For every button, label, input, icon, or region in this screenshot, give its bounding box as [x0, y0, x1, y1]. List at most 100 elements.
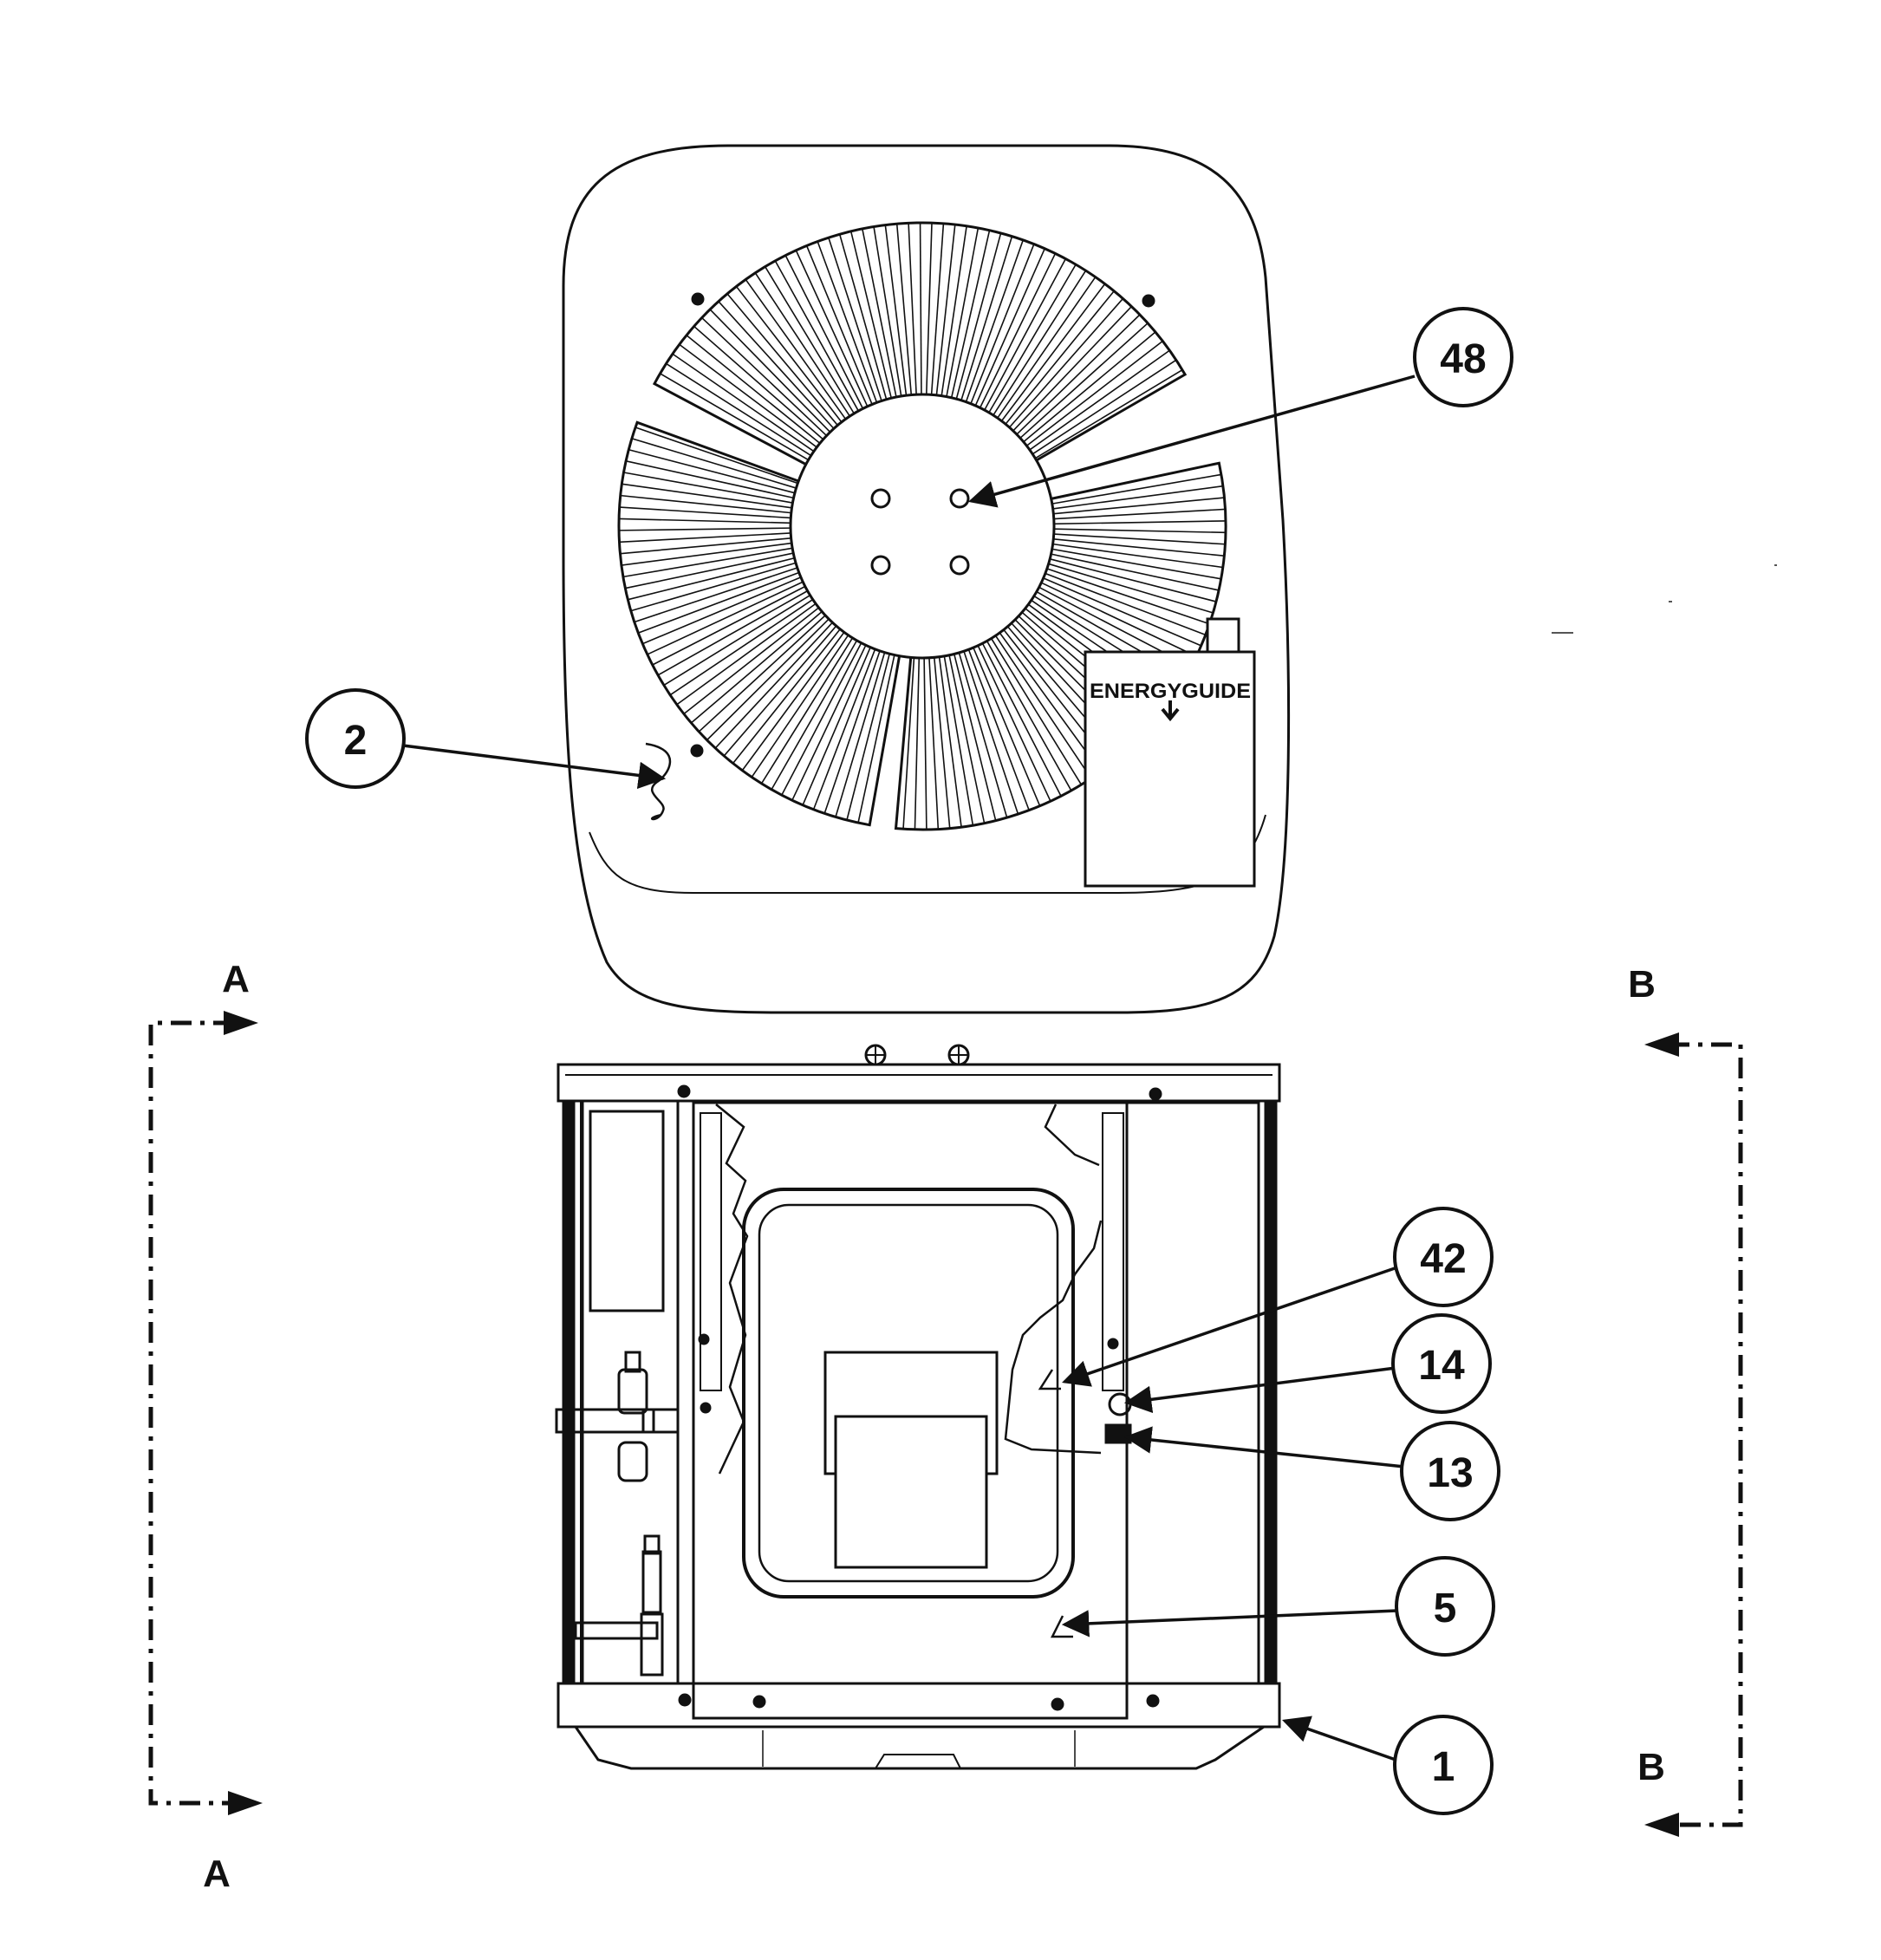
right-bracket [1102, 1112, 1124, 1391]
grille-bar [745, 278, 847, 420]
callout-1-circle [1393, 1715, 1494, 1815]
grille-bar [628, 557, 795, 601]
left-bracket [700, 1112, 722, 1391]
grille-bar [838, 234, 888, 400]
grille-bar [735, 285, 843, 423]
callout-42-circle [1393, 1207, 1494, 1307]
base-notch [875, 1754, 961, 1769]
grille-bar [760, 637, 854, 785]
leader-1 [1282, 1716, 1396, 1761]
screw-dot [1051, 1697, 1064, 1711]
grille-bar [622, 483, 792, 509]
leader-42 [1062, 1266, 1398, 1387]
grille-bar [943, 655, 974, 826]
grille-bar [857, 654, 895, 824]
grille-bar [1046, 568, 1210, 625]
base-rail [556, 1682, 1281, 1729]
front-view [555, 1044, 1281, 1770]
grille-bar [666, 362, 812, 457]
grille-bar [1053, 533, 1226, 545]
grille-bar [938, 656, 962, 828]
grille-bar [657, 589, 808, 676]
grille-bar [1048, 563, 1214, 614]
grille-bar [979, 253, 1057, 408]
section-arrow-a-top [224, 1011, 258, 1035]
grille-bar [676, 602, 817, 706]
callout-bubbles [305, 307, 1513, 1815]
grille-bar [970, 244, 1035, 404]
grille-bar [999, 632, 1102, 772]
valve-body [641, 1550, 662, 1614]
panel-cutaway [1004, 1220, 1103, 1455]
grille-bar [993, 270, 1087, 416]
section-arrows [224, 1011, 1679, 1837]
hub-bolt [949, 555, 970, 576]
callout-2-circle [305, 688, 406, 789]
grille-bar [974, 248, 1045, 407]
grille-bar [660, 373, 810, 461]
leader-2 [402, 744, 667, 790]
callout-48: 48 [1440, 336, 1486, 382]
grille-bar [1052, 485, 1224, 510]
grille-bar [1016, 314, 1141, 435]
wire-hook [1038, 1369, 1061, 1390]
grille-bar [895, 224, 913, 395]
compressor-blanket-inner [758, 1203, 1059, 1583]
grille-bar [1051, 473, 1222, 505]
top-rail [556, 1063, 1281, 1103]
valve-tube [641, 1408, 680, 1434]
screw-dot [1107, 1338, 1119, 1350]
grille-bar [965, 239, 1025, 402]
screw-dot [1146, 1694, 1160, 1708]
grille-bar [981, 642, 1062, 797]
grille-bar [706, 618, 830, 741]
terminal-box-lower [834, 1415, 988, 1569]
panel-cutaway [715, 1104, 749, 1475]
wire-hook [1050, 1615, 1073, 1638]
grille-sector-outline [617, 420, 901, 827]
grille-bar [620, 494, 791, 514]
grille-bar [669, 598, 814, 696]
grille-bar [1029, 349, 1170, 451]
screw-dot [752, 1695, 766, 1709]
grille-bar [1052, 543, 1223, 569]
grille-bar [619, 518, 791, 524]
grille-bar [709, 309, 831, 433]
grille-bar [925, 223, 933, 395]
screw-dot [1149, 1087, 1162, 1101]
valve-tube [574, 1621, 659, 1640]
grille-bar [672, 353, 815, 453]
grille-bar [953, 654, 997, 821]
callout-leaders [402, 374, 1416, 1761]
grille-bar [988, 264, 1077, 413]
grille-bar [928, 657, 940, 830]
grille-bar [647, 581, 804, 655]
grille-bar [701, 316, 828, 437]
grille-bar [1000, 283, 1106, 422]
grille-bar [823, 650, 881, 814]
grille-bar [1050, 558, 1217, 602]
energyguide-title: ENERGYGUIDE [1090, 680, 1251, 703]
callout-5: 5 [1434, 1586, 1457, 1631]
callout-42: 42 [1420, 1236, 1466, 1282]
grille-bar [955, 232, 1002, 400]
grille-bar [1053, 520, 1226, 525]
hub-bolt [870, 555, 891, 576]
screw-dot [700, 1402, 712, 1414]
valve-cap [643, 1534, 661, 1555]
compressor-blanket [742, 1188, 1075, 1599]
scan-marks [1552, 564, 1777, 634]
leader-14 [1123, 1366, 1396, 1413]
valve-body [617, 1368, 648, 1415]
top-cover-outline [562, 144, 1291, 1014]
grille-bar [732, 628, 841, 765]
grille-bar [771, 640, 858, 791]
section-arrow-a-bottom [228, 1791, 263, 1815]
section-a-bottom: A [203, 1853, 231, 1895]
grille-bar [726, 293, 838, 427]
grille-bar [1043, 577, 1202, 647]
section-line-a [148, 1020, 234, 1806]
label-squiggle [645, 742, 672, 821]
grille-bar [967, 648, 1030, 811]
grille-bar [774, 260, 860, 412]
